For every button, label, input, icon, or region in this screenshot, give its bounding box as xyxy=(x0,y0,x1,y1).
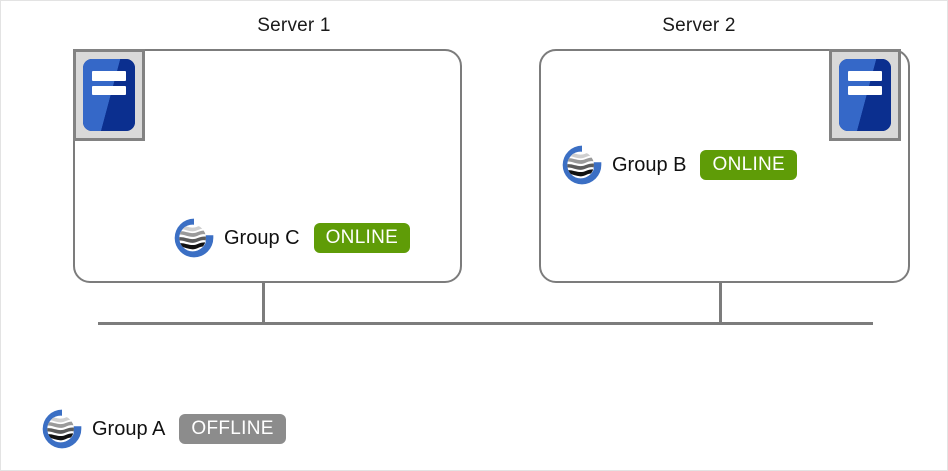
group-row-group-b[interactable]: Group B ONLINE xyxy=(559,142,798,188)
group-label: Group A xyxy=(92,417,166,440)
group-logo-icon xyxy=(42,409,82,449)
server-1-title: Server 1 xyxy=(257,15,331,36)
group-logo-icon xyxy=(562,145,602,185)
server-2-connector-line xyxy=(719,282,722,323)
server-icon-slot-top xyxy=(92,71,126,81)
server-icon-body xyxy=(83,59,135,131)
group-logo-icon xyxy=(174,218,214,258)
server-1-connector-line xyxy=(262,282,265,323)
group-label: Group C xyxy=(224,226,300,249)
server-icon-shading xyxy=(83,59,135,131)
status-badge[interactable]: OFFLINE xyxy=(179,413,286,445)
group-row-group-a[interactable]: Group A OFFLINE xyxy=(39,406,286,452)
server-icon-slot-bottom xyxy=(848,85,882,95)
status-badge[interactable]: ONLINE xyxy=(700,149,798,181)
server-icon-slot-bottom xyxy=(92,85,126,95)
status-badge[interactable]: ONLINE xyxy=(313,222,411,254)
group-label: Group B xyxy=(612,153,687,176)
group-row-group-c[interactable]: Group C ONLINE xyxy=(171,215,411,261)
server-icon-body xyxy=(839,59,891,131)
server-icon-shading xyxy=(839,59,891,131)
server-2-title: Server 2 xyxy=(662,15,736,36)
network-bus-line xyxy=(98,322,873,325)
server-icon[interactable] xyxy=(829,49,901,141)
server-icon[interactable] xyxy=(73,49,145,141)
server-icon-slot-top xyxy=(848,71,882,81)
